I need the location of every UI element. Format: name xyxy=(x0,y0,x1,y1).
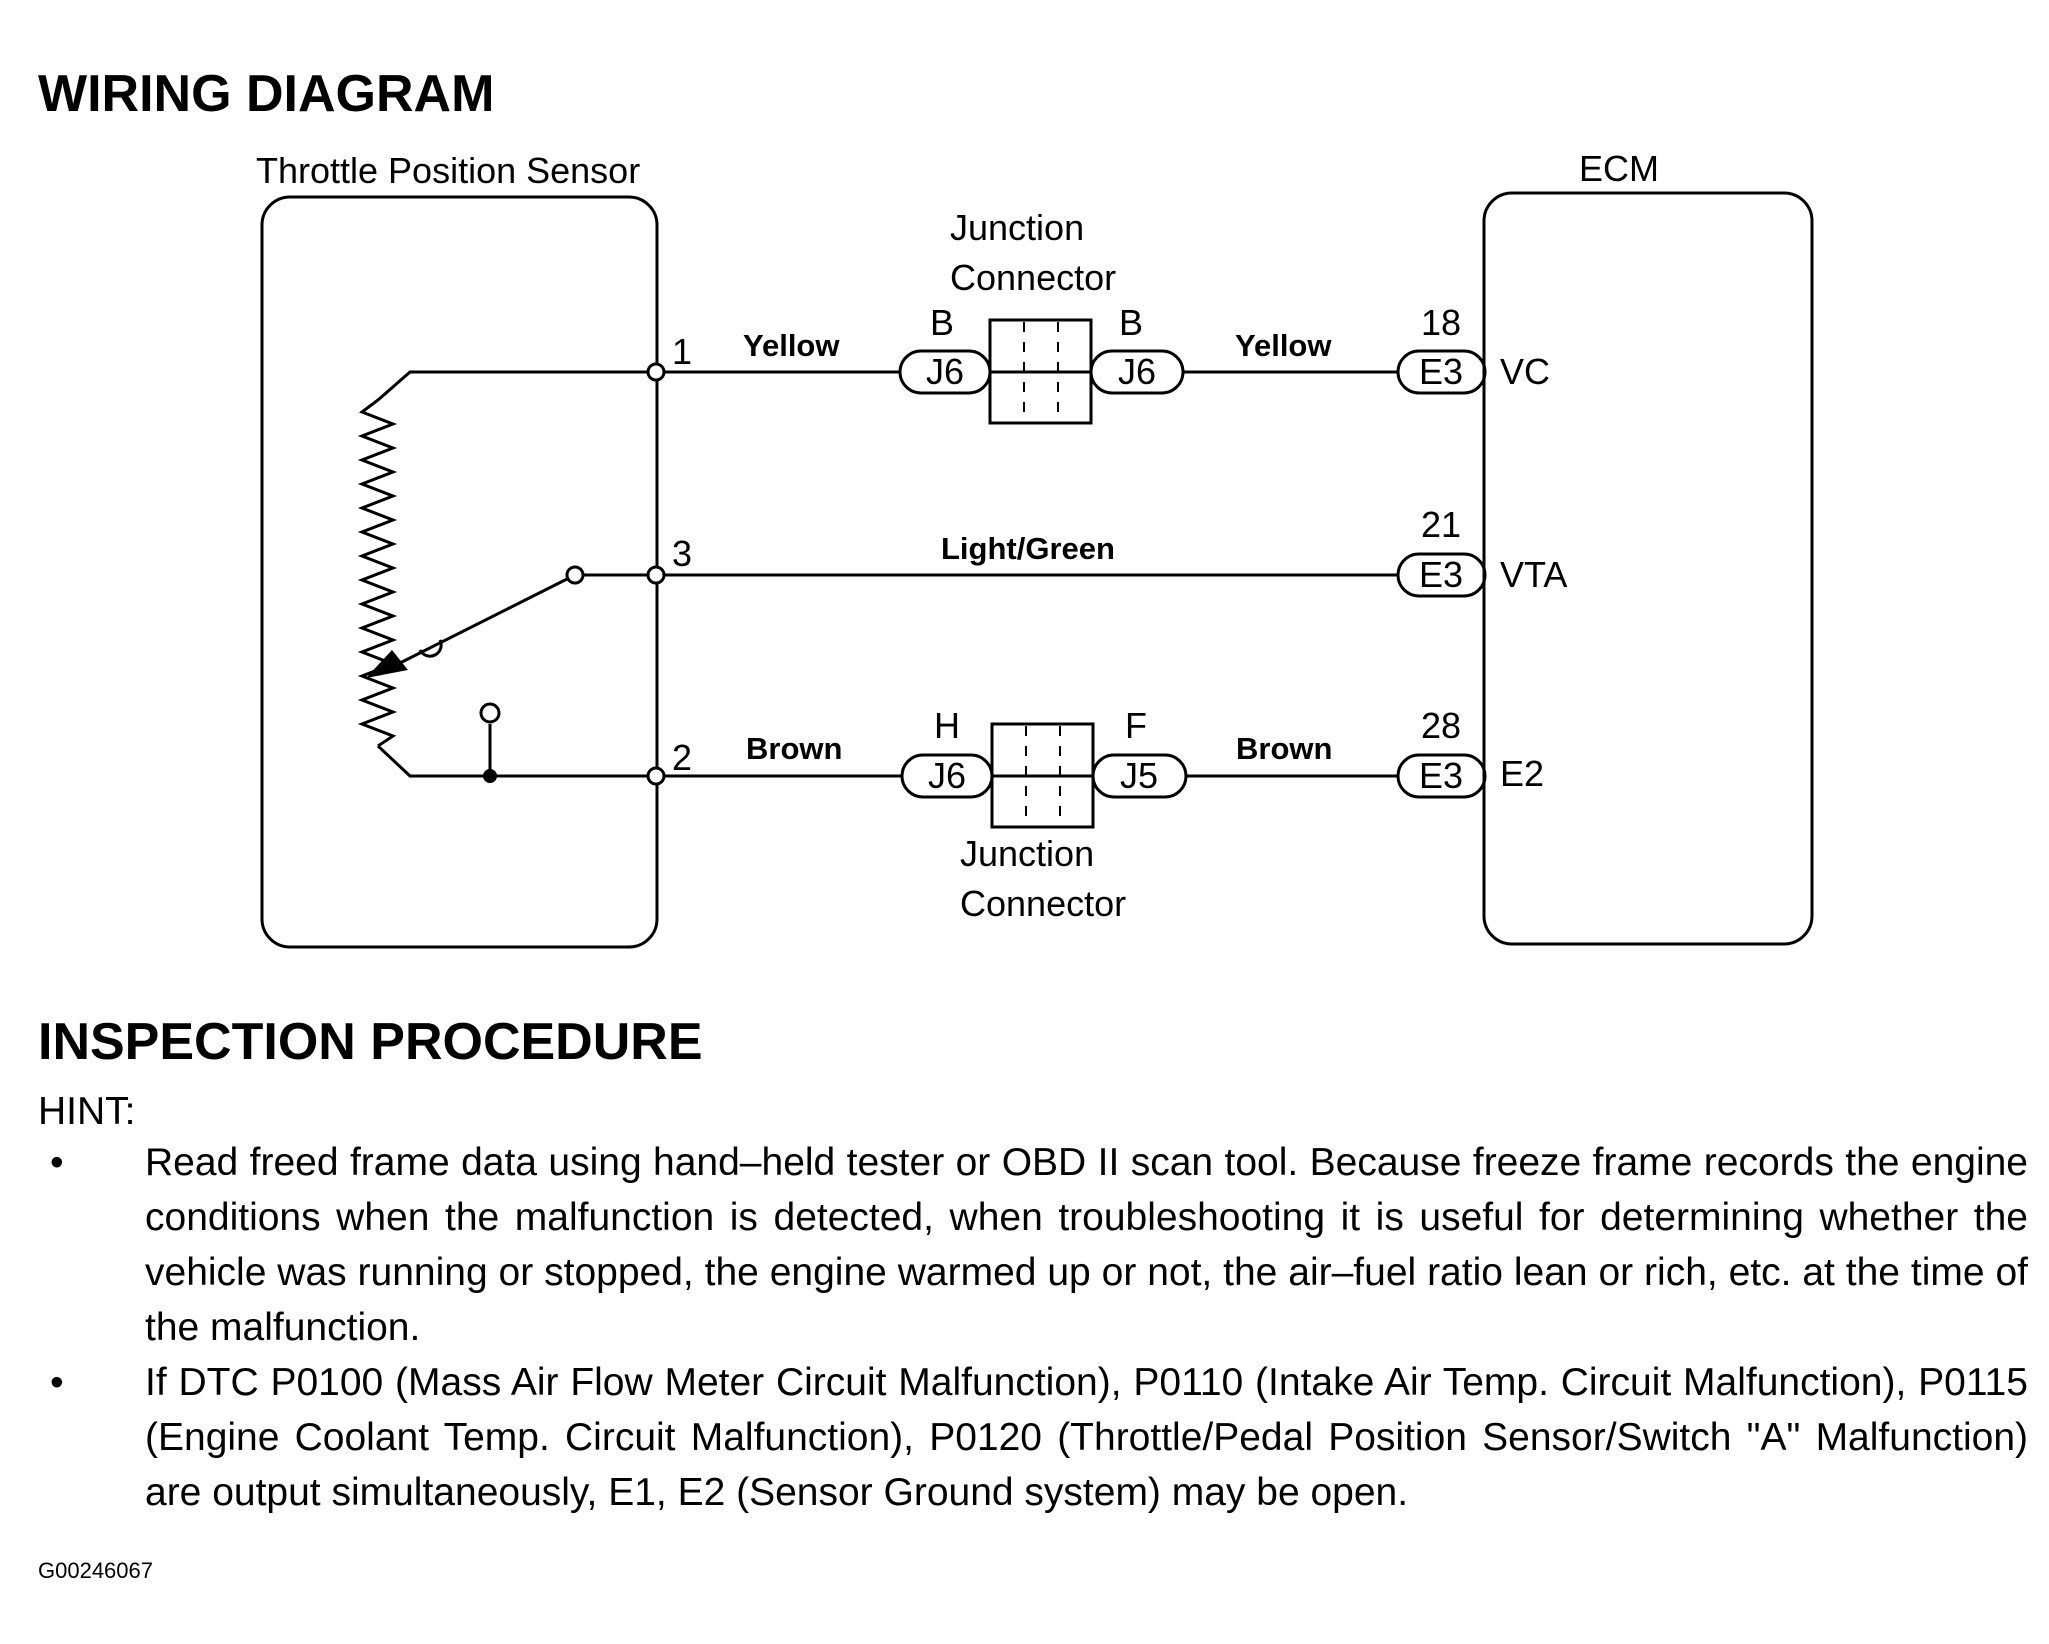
wiring-diagram: Throttle Position Sensor ECM Junction Co… xyxy=(256,148,1814,949)
junction-top-label-line1: Junction xyxy=(950,207,1084,248)
hint-bullet-2: • If DTC P0100 (Mass Air Flow Meter Circ… xyxy=(38,1355,2028,1520)
sensor-internal-top-lead xyxy=(377,370,656,402)
sensor-pin-3-label: 3 xyxy=(672,533,692,574)
wiper-contact-arc xyxy=(418,639,443,658)
wiper-arrowhead-icon xyxy=(366,650,408,678)
ecm-pin-28-label: 28 xyxy=(1421,705,1461,746)
connector-pill-j6-right-top xyxy=(1089,349,1185,395)
hint-bullet-1-text: Read freed frame data using hand–held te… xyxy=(145,1141,2028,1349)
connector-j6-left-bottom-label: J6 xyxy=(928,755,966,796)
hint-label: HINT: xyxy=(38,1090,136,1133)
junction-bottom-label-line1: Junction xyxy=(960,833,1094,874)
sensor-internal-bottom-lead xyxy=(376,744,656,778)
wire-2-color-right: Brown xyxy=(1236,731,1332,766)
wiper-arm xyxy=(391,573,576,669)
inspection-procedure-title: INSPECTION PROCEDURE xyxy=(38,1013,703,1071)
connector-j5-right-bottom-label: J5 xyxy=(1120,755,1158,796)
figure-code: G00246067 xyxy=(38,1558,153,1583)
ecm-terminal-vc: VC xyxy=(1500,351,1550,392)
ecm-connector-e3-vc-label: E3 xyxy=(1419,351,1463,392)
connector-pill-j5-right-bottom xyxy=(1091,753,1188,799)
connector-pill-e3-e2 xyxy=(1396,753,1487,799)
connector-j6-right-top-label: J6 xyxy=(1118,351,1156,392)
hint-bullet-1: • Read freed frame data using hand–held … xyxy=(38,1135,2028,1355)
wiring-diagram-title: WIRING DIAGRAM xyxy=(38,65,495,123)
connector-pill-e3-vc xyxy=(1396,349,1487,395)
ground-junction-dot xyxy=(483,769,497,783)
junction-1-right-letter: B xyxy=(1119,302,1143,343)
sensor-pin-2-terminal xyxy=(646,766,666,786)
junction-top-label-line2: Connector xyxy=(950,257,1116,298)
sensor-pin-1-terminal xyxy=(646,362,666,382)
junction-1-left-letter: B xyxy=(930,302,954,343)
wire-1-color-left: Yellow xyxy=(743,328,840,363)
ecm-connector-e3-vta-label: E3 xyxy=(1419,554,1463,595)
connector-pill-j6-left-top xyxy=(898,349,992,395)
sensor-pin-2-label: 2 xyxy=(672,737,692,778)
sensor-box xyxy=(260,195,659,949)
junction-2-right-letter: F xyxy=(1125,705,1147,746)
ecm-terminal-e2: E2 xyxy=(1500,753,1544,794)
wire-3-color: Light/Green xyxy=(941,531,1115,566)
sensor-label: Throttle Position Sensor xyxy=(256,150,640,191)
ecm-pin-21-label: 21 xyxy=(1421,504,1461,545)
connector-j6-left-top-label: J6 xyxy=(926,351,964,392)
hint-bullet-2-text: If DTC P0100 (Mass Air Flow Meter Circui… xyxy=(145,1361,2028,1514)
ground-switch-open-contact xyxy=(479,702,501,724)
wiper-pivot xyxy=(565,565,585,585)
junction-2-left-letter: H xyxy=(934,705,960,746)
wire-2-color-left: Brown xyxy=(746,731,842,766)
wire-1-color-right: Yellow xyxy=(1235,328,1332,363)
bullet-dot-icon: • xyxy=(50,1361,64,1404)
ecm-pin-18-label: 18 xyxy=(1421,302,1461,343)
connector-pill-e3-vta xyxy=(1396,552,1487,598)
sensor-pin-1-label: 1 xyxy=(672,331,692,372)
sensor-pin-3-terminal xyxy=(646,565,666,585)
connector-pill-j6-left-bottom xyxy=(900,753,994,799)
hint-bullet-list: • Read freed frame data using hand–held … xyxy=(38,1135,2028,1520)
junction-bottom-label-line2: Connector xyxy=(960,883,1126,924)
ecm-label: ECM xyxy=(1579,148,1659,189)
resistor-zigzag xyxy=(357,398,398,748)
ecm-terminal-vta: VTA xyxy=(1500,554,1567,595)
ecm-connector-e3-e2-label: E3 xyxy=(1419,755,1463,796)
bullet-dot-icon: • xyxy=(50,1141,64,1184)
